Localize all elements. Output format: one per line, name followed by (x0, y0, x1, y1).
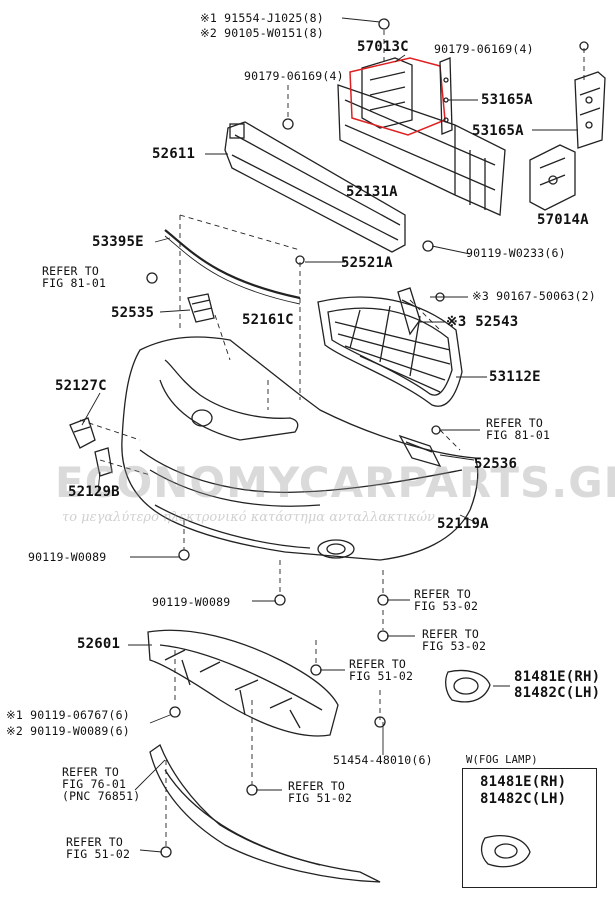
stay-53165a-right (574, 71, 606, 149)
energy-absorber-52611 (224, 121, 406, 253)
fog-box-title: W(FOG LAMP) (466, 754, 538, 766)
label-53112e: 53112E (489, 369, 541, 385)
label-52611: 52611 (152, 146, 196, 162)
bracket-52543 (397, 287, 421, 336)
label-57013c: 57013C (357, 39, 409, 55)
assembly-lines (79, 30, 585, 850)
refer-line-1: REFER TO (66, 835, 123, 849)
label-52129b: 52129B (68, 484, 120, 500)
label-90119-w0089-6: ※2 90119-W0089(6) (6, 724, 130, 738)
label-52521a: 52521A (341, 255, 393, 271)
refer-line-2: FIG 76-01 (62, 777, 127, 791)
bracket-52129b (94, 447, 113, 477)
label-53395e: 53395E (92, 234, 144, 250)
label-57014a: 57014A (537, 212, 589, 228)
label-90105: ※2 90105-W0151(8) (200, 26, 324, 40)
label-53165a-2: 53165A (472, 123, 524, 139)
stay-53165a (439, 57, 453, 135)
label-refer-fig81-a: REFER TO FIG 81-01 (42, 265, 106, 289)
refer-line-2: FIG 51-02 (349, 669, 414, 683)
refer-line-2: FIG 81-01 (42, 276, 107, 290)
refer-line-1: REFER TO (62, 765, 119, 779)
label-90119-w0089-b: 90119-W0089 (152, 595, 231, 609)
label-81481e-rh: 81481E(RH) (514, 669, 601, 685)
fog-lamp-variant-box (462, 768, 597, 888)
label-refer-fig51-c: REFER TO FIG 51-02 (66, 836, 130, 860)
label-81482c-lh: 81482C(LH) (514, 685, 601, 701)
bracket-57013c (361, 57, 413, 129)
label-52119a: 52119A (437, 516, 489, 532)
grille-53112e (317, 296, 463, 407)
label-90179-left: 90179-06169(4) (244, 69, 344, 83)
refer-line-1: REFER TO (349, 657, 406, 671)
stay-53165a-highlight (349, 57, 446, 136)
label-refer-fig76: REFER TO FIG 76-01 (PNC 76851) (62, 766, 140, 802)
lower-spoiler (149, 743, 381, 883)
label-90119-w0089-a: 90119-W0089 (28, 550, 107, 564)
fog-lamp-box-icon (480, 835, 531, 868)
bumper-reinforcement-52131a (337, 84, 506, 216)
label-52535: 52535 (111, 305, 155, 321)
label-91554: ※1 91554-J1025(8) (200, 11, 324, 25)
label-53165a-1: 53165A (481, 92, 533, 108)
refer-line-1: REFER TO (486, 416, 543, 430)
label-52131a: 52131A (346, 184, 398, 200)
refer-line-1: REFER TO (414, 587, 471, 601)
lower-screws (160, 549, 389, 858)
watermark-slogan: το μεγαλύτερο ηλεκτρονικό κατάστημα αντα… (62, 510, 435, 525)
refer-line-3: (PNC 76851) (62, 789, 141, 803)
refer-line-2: FIG 81-01 (486, 428, 551, 442)
label-refer-fig53-b: REFER TO FIG 53-02 (422, 628, 486, 652)
label-52536: 52536 (474, 456, 518, 472)
under-cover-52601 (147, 629, 339, 737)
bracket-57014a (529, 144, 576, 211)
leader-lines (81, 17, 578, 853)
label-90119-w0233: 90119-W0233(6) (466, 246, 566, 260)
refer-line-2: FIG 51-02 (66, 847, 131, 861)
fog-lamp-cover (445, 669, 491, 703)
label-52161c: 52161C (242, 312, 294, 328)
label-52543: ※3 52543 (446, 314, 519, 330)
label-refer-fig53-a: REFER TO FIG 53-02 (414, 588, 478, 612)
refer-line-2: FIG 53-02 (422, 639, 487, 653)
bracket-52127c (69, 417, 96, 449)
watermark-brand: ECONOMYCARPARTS.GR (55, 458, 615, 507)
label-refer-fig81-b: REFER TO FIG 81-01 (486, 417, 550, 441)
label-90119-06767: ※1 90119-06767(6) (6, 708, 130, 722)
label-52601: 52601 (77, 636, 121, 652)
retainer-52536 (398, 434, 442, 468)
label-refer-fig51-b: REFER TO FIG 51-02 (288, 780, 352, 804)
fog-box-rh: 81481E(RH) (480, 774, 567, 790)
refer-line-2: FIG 51-02 (288, 791, 353, 805)
refer-line-1: REFER TO (422, 627, 479, 641)
refer-line-1: REFER TO (288, 779, 345, 793)
refer-line-1: REFER TO (42, 264, 99, 278)
label-90167: ※3 90167-50063(2) (472, 289, 596, 303)
refer-line-2: FIG 53-02 (414, 599, 479, 613)
label-51454: 51454-48010(6) (333, 753, 433, 767)
retainer-52535 (187, 293, 215, 323)
label-refer-fig51-a: REFER TO FIG 51-02 (349, 658, 413, 682)
label-52127c: 52127C (55, 378, 107, 394)
label-90179-right: 90179-06169(4) (434, 42, 534, 56)
bumper-cover-52119a (121, 336, 479, 561)
moulding-53395e (164, 229, 301, 305)
fog-box-lh: 81482C(LH) (480, 791, 567, 807)
clip-fig81-icon (431, 425, 441, 435)
